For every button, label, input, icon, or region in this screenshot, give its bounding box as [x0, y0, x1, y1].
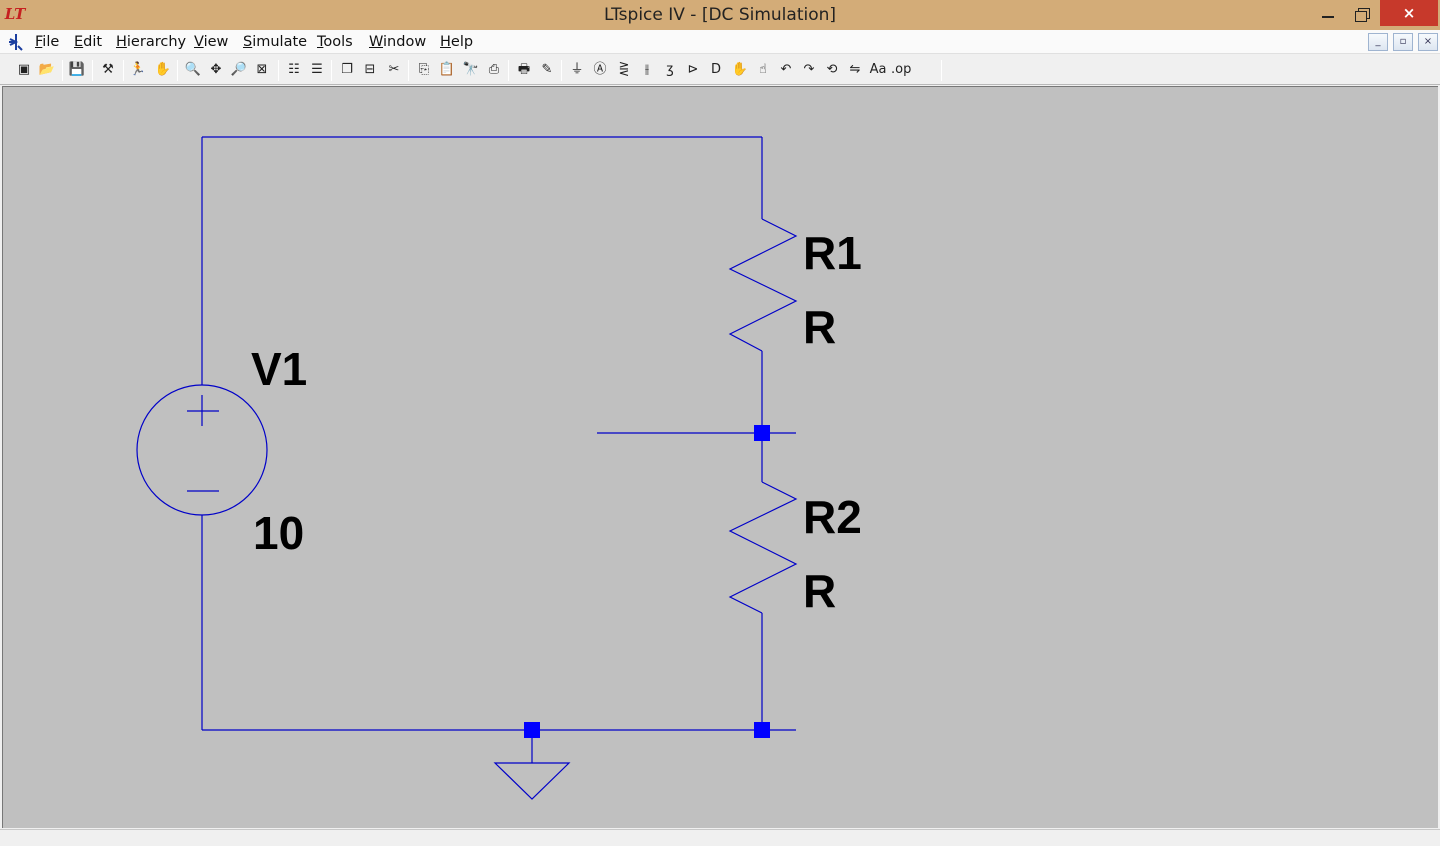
close-button[interactable]: × [1380, 0, 1438, 26]
close-all-icon[interactable]: ⊟ [364, 62, 376, 77]
toolbar-separator [278, 60, 279, 81]
mdi-close-button[interactable]: × [1418, 33, 1438, 51]
find-icon[interactable]: 🔭 [462, 62, 480, 77]
toolbar-separator [561, 60, 562, 81]
window-title: LTspice IV - [DC Simulation] [603, 5, 837, 25]
menu-tools[interactable]: Tools [317, 34, 353, 50]
mirror-icon[interactable]: ⇋ [849, 62, 861, 77]
zoom-in-icon[interactable]: 🔍 [184, 62, 202, 77]
ground-icon[interactable]: ⏚ [570, 62, 584, 77]
resistor-icon[interactable]: ⋛ [618, 62, 630, 77]
r1-name-label[interactable]: R1 [803, 227, 862, 279]
paste-icon[interactable]: 📋 [438, 62, 456, 77]
title-bar: LT LTspice IV - [DC Simulation] × [0, 0, 1440, 30]
menu-window[interactable]: Window [369, 34, 427, 50]
spice-directive-icon[interactable]: .op [891, 62, 912, 77]
r2-value-label[interactable]: R [803, 565, 836, 617]
text-icon[interactable]: Aa [869, 62, 887, 77]
v1-value-label[interactable]: 10 [253, 507, 304, 559]
mdi-minimize-button[interactable]: _ [1368, 33, 1388, 51]
junction-mid[interactable] [754, 425, 770, 441]
label-net-icon[interactable]: Ⓐ [593, 62, 607, 77]
cut-icon[interactable]: ✂ [388, 62, 400, 77]
redo-icon[interactable]: ↷ [803, 62, 815, 77]
zoom-out-icon[interactable]: 🔎 [230, 62, 248, 77]
open-icon[interactable]: 📂 [38, 62, 56, 77]
undo-icon[interactable]: ↶ [780, 62, 792, 77]
draw-wire-icon[interactable]: ✎ [541, 62, 553, 77]
toolbar: ▣ 📂 💾 ⚒ 🏃 ✋ 🔍 ✥ 🔎 ⊠ ☷ ☰ ❐ ⊟ ✂ ⎘ 📋 🔭 ⎙ 🖶 ✎ ⏚ Ⓐ ⋛ ⫲ ʒ ⊳ D ✋ ☝ ↶ ↷ ⟲ ⇋ Aa .op [0, 55, 1440, 85]
zoom-fit-icon[interactable]: ⊠ [256, 62, 268, 77]
resistor-r1[interactable] [728, 218, 798, 352]
print-icon[interactable]: 🖶 [517, 62, 531, 77]
menu-edit[interactable]: Edit [74, 34, 103, 50]
r1-value-label[interactable]: R [803, 301, 836, 353]
mdi-restore-button[interactable]: ▫ [1393, 33, 1413, 51]
menu-simulate[interactable]: Simulate [243, 34, 308, 50]
menu-view[interactable]: View [194, 34, 229, 50]
capacitor-icon[interactable]: ⫲ [644, 62, 650, 77]
voltage-source-v1[interactable] [136, 384, 268, 516]
toolbar-separator [941, 60, 942, 81]
new-schematic-icon[interactable]: ▣ [17, 62, 31, 77]
move-icon[interactable]: ✋ [731, 62, 749, 77]
junction-bottom-right[interactable] [754, 722, 770, 738]
toolbar-separator [62, 60, 63, 81]
tile-horizontal-icon[interactable]: ☰ [311, 62, 323, 77]
minimize-button[interactable] [1314, 0, 1342, 26]
copy-icon[interactable]: ⎘ [418, 62, 430, 77]
resistor-r2[interactable] [728, 481, 798, 614]
menu-bar: File Edit Hierarchy View Simulate Tools … [0, 30, 1440, 54]
toolbar-separator [177, 60, 178, 81]
halt-icon[interactable]: ✋ [154, 62, 172, 77]
print-setup-icon[interactable]: ⎙ [488, 62, 500, 77]
document-icon[interactable] [6, 33, 24, 51]
status-bar [0, 829, 1440, 845]
toolbar-separator [92, 60, 93, 81]
r2-name-label[interactable]: R2 [803, 491, 862, 543]
toolbar-separator [123, 60, 124, 81]
control-panel-icon[interactable]: ⚒ [102, 62, 114, 77]
save-icon[interactable]: 💾 [68, 62, 86, 77]
schematic-canvas[interactable]: V1 10 R1 R R2 R [2, 86, 1438, 828]
tile-vertical-icon[interactable]: ☷ [288, 62, 300, 77]
menu-help[interactable]: Help [440, 34, 474, 50]
inductor-icon[interactable]: ʒ [666, 62, 674, 77]
ground-symbol[interactable] [493, 762, 571, 800]
rotate-icon[interactable]: ⟲ [826, 62, 838, 77]
drag-icon[interactable]: ☝ [759, 62, 767, 77]
junction-ground[interactable] [524, 722, 540, 738]
pan-icon[interactable]: ✥ [210, 62, 222, 77]
maximize-button[interactable] [1346, 0, 1378, 26]
cascade-icon[interactable]: ❐ [341, 62, 353, 77]
ltspice-logo-icon[interactable]: LT [4, 5, 26, 23]
toolbar-separator [331, 60, 332, 81]
menu-file[interactable]: File [35, 34, 60, 50]
v1-name-label[interactable]: V1 [251, 343, 307, 395]
toolbar-separator [508, 60, 509, 81]
component-icon[interactable]: D [710, 62, 721, 77]
toolbar-separator [408, 60, 409, 81]
run-icon[interactable]: 🏃 [129, 62, 147, 77]
diode-icon[interactable]: ⊳ [687, 62, 699, 77]
menu-hierarchy[interactable]: Hierarchy [116, 34, 187, 50]
